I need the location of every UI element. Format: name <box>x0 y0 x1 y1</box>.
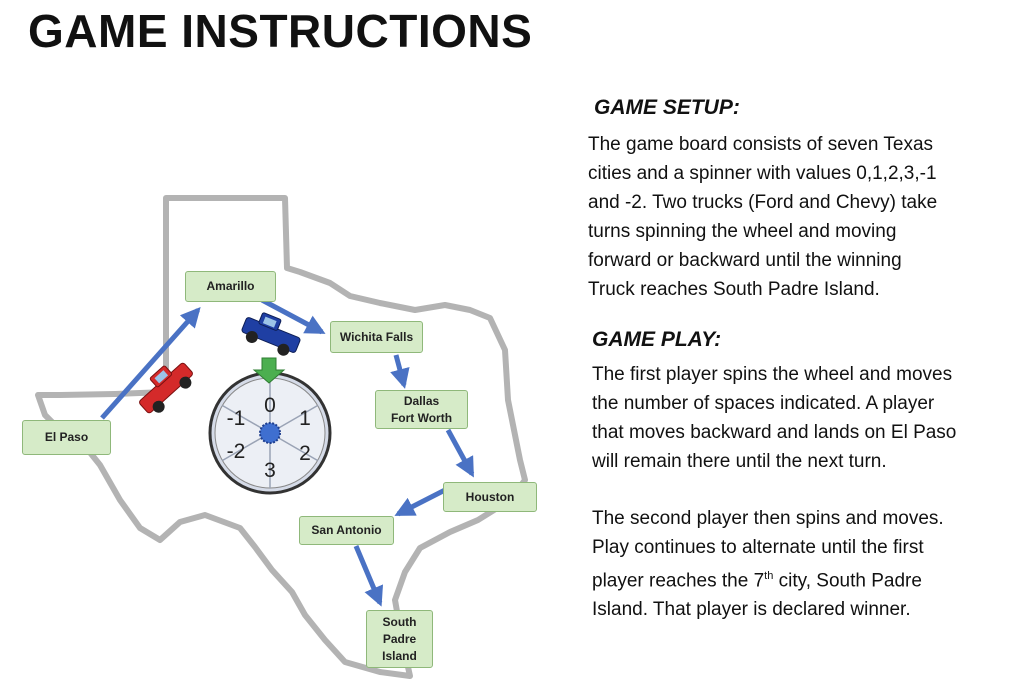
spinner[interactable]: 0 1 2 3 -2 -1 <box>208 371 332 495</box>
spinner-value: -2 <box>227 440 246 463</box>
setup-line: The game board consists of seven Texas <box>588 134 934 155</box>
play-line: player reaches the 7th city, South Padre <box>592 570 922 592</box>
play-paragraph-2: The second player then spins and moves. … <box>592 504 1018 624</box>
spinner-value: -1 <box>227 407 246 430</box>
setup-heading: GAME SETUP: <box>594 96 740 119</box>
page-title: GAME INSTRUCTIONS <box>28 5 533 57</box>
setup-line: and -2. Two trucks (Ford and Chevy) take <box>588 192 938 213</box>
setup-line: Truck reaches South Padre Island. <box>588 279 880 300</box>
setup-paragraph: The game board consists of seven Texas c… <box>588 130 1018 304</box>
instructions-panel: GAME SETUP: The game board consists of s… <box>588 88 1018 624</box>
play-line: The first player spins the wheel and mov… <box>592 364 953 385</box>
play-line: The second player then spins and moves. <box>592 508 944 529</box>
setup-line: turns spinning the wheel and moving <box>588 221 897 242</box>
route-arrows <box>100 297 475 607</box>
play-line: will remain there until the next turn. <box>592 451 887 472</box>
game-board: 0 1 2 3 -2 -1 Amarillo Wichita <box>22 195 537 679</box>
spinner-value: 1 <box>299 407 311 430</box>
spinner-value: 3 <box>264 459 276 482</box>
city-wichita-falls[interactable]: Wichita Falls <box>330 321 423 353</box>
setup-line: forward or backward until the winning <box>588 250 902 271</box>
play-line: the number of spaces indicated. A player <box>592 393 935 414</box>
arrow-elpaso-amarillo <box>100 307 201 420</box>
chevy-truck-icon[interactable] <box>238 307 304 359</box>
city-houston[interactable]: Houston <box>443 482 537 512</box>
play-line: that moves backward and lands on El Paso <box>592 422 957 443</box>
city-el-paso[interactable]: El Paso <box>22 420 111 455</box>
play-paragraph-1: The first player spins the wheel and mov… <box>592 360 1018 476</box>
play-line: Play continues to alternate until the fi… <box>592 537 924 558</box>
city-amarillo[interactable]: Amarillo <box>185 271 276 302</box>
city-south-padre-island[interactable]: South Padre Island <box>366 610 433 668</box>
spinner-pointer-icon <box>252 357 286 384</box>
city-san-antonio[interactable]: San Antonio <box>299 516 394 545</box>
arrow-sanantonio-southpadre <box>353 545 384 607</box>
spinner-hub <box>259 422 281 444</box>
arrow-houston-sanantonio <box>394 487 447 517</box>
spinner-value: 2 <box>299 442 311 465</box>
arrow-wichita-dallas <box>390 354 410 389</box>
play-line: Island. That player is declared winner. <box>592 599 911 621</box>
board-graphics: 0 1 2 3 -2 -1 <box>35 195 528 679</box>
city-dallas-fort-worth[interactable]: Dallas Fort Worth <box>375 390 468 429</box>
play-heading: GAME PLAY: <box>592 328 722 351</box>
ford-truck-icon[interactable] <box>132 355 199 420</box>
spinner-value: 0 <box>264 394 276 417</box>
arrow-dallas-houston <box>445 428 475 478</box>
arrow-amarillo-wichita <box>260 297 326 335</box>
setup-line: cities and a spinner with values 0,1,2,3… <box>588 163 937 184</box>
